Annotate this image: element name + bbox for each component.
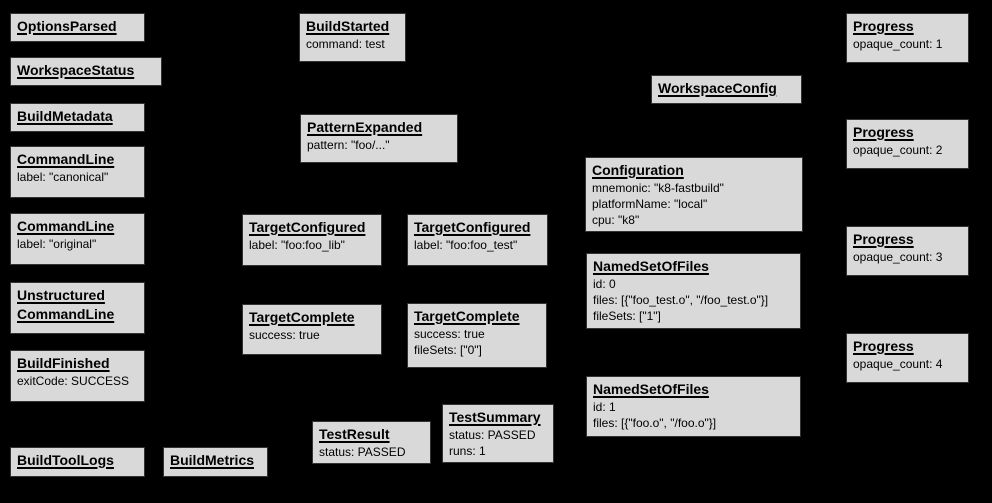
node-configuration: Configuration mnemonic: "k8-fastbuild" p… [585,157,803,232]
node-field: label: "foo:foo_lib" [249,238,345,252]
node-test-summary: TestSummary status: PASSED runs: 1 [442,404,554,463]
node-target-configured-foo-lib: TargetConfigured label: "foo:foo_lib" [242,214,382,266]
node-named-set-of-files-0: NamedSetOfFiles id: 0 files: [{"foo_test… [586,253,801,329]
node-command-line-original: CommandLine label: "original" [10,213,145,265]
node-title: BuildMetrics [170,452,255,468]
node-title: PatternExpanded [307,119,423,135]
node-named-set-of-files-1: NamedSetOfFiles id: 1 files: [{"foo.o", … [586,376,801,437]
node-field: platformName: "local" [592,197,708,211]
node-progress-4: Progress opaque_count: 4 [846,333,969,383]
node-field: opaque_count: 3 [853,250,943,264]
node-title: Progress [853,18,914,34]
node-build-metrics: BuildMetrics [163,447,268,477]
node-title: TargetComplete [414,308,520,324]
node-command-line-canonical: CommandLine label: "canonical" [10,146,145,198]
node-title: WorkspaceConfig [658,80,777,96]
node-title: OptionsParsed [17,18,117,34]
node-field: pattern: "foo/..." [307,138,390,152]
node-field: id: 1 [593,400,616,414]
node-field: opaque_count: 2 [853,143,943,157]
node-title: BuildStarted [306,18,390,34]
node-field: fileSets: ["1"] [593,309,661,323]
node-pattern-expanded: PatternExpanded pattern: "foo/..." [300,114,458,163]
node-field: command: test [306,37,385,51]
node-options-parsed: OptionsParsed [10,13,145,42]
node-workspace-status: WorkspaceStatus [10,57,162,86]
node-target-configured-foo-test: TargetConfigured label: "foo:foo_test" [407,214,548,266]
node-title: NamedSetOfFiles [593,381,709,397]
node-title: BuildFinished [17,355,110,371]
node-progress-1: Progress opaque_count: 1 [846,13,969,63]
node-title: Unstructured CommandLine [17,287,115,322]
node-title: TargetConfigured [414,219,531,235]
node-title: WorkspaceStatus [17,62,135,78]
node-title: TestSummary [449,409,541,425]
node-field: runs: 1 [449,444,486,458]
node-title: CommandLine [17,218,115,234]
node-field: cpu: "k8" [592,213,640,227]
node-target-complete-foo-test: TargetComplete success: true fileSets: [… [407,303,547,368]
node-field: fileSets: ["0"] [414,343,482,357]
node-field: label: "canonical" [17,170,109,184]
node-field: status: PASSED [319,445,406,459]
node-title: TestResult [319,426,390,442]
node-build-started: BuildStarted command: test [299,13,406,62]
node-unstructured-command-line: Unstructured CommandLine [10,282,145,334]
node-test-result: TestResult status: PASSED [312,421,431,464]
node-title: CommandLine [17,151,115,167]
node-field: label: "original" [17,237,97,251]
node-progress-2: Progress opaque_count: 2 [846,119,969,169]
node-field: files: [{"foo_test.o", "/foo_test.o"}] [593,293,769,307]
node-build-tool-logs: BuildToolLogs [10,447,145,477]
node-title: Progress [853,338,914,354]
node-title: NamedSetOfFiles [593,258,709,274]
node-title: TargetConfigured [249,219,366,235]
node-field: success: true [414,327,485,341]
node-workspace-config: WorkspaceConfig [651,75,802,104]
node-title: TargetComplete [249,309,355,325]
node-field: opaque_count: 4 [853,357,943,371]
node-field: exitCode: SUCCESS [17,374,130,388]
node-build-finished: BuildFinished exitCode: SUCCESS [10,350,145,402]
node-target-complete-foo-lib: TargetComplete success: true [242,304,382,355]
node-title: BuildMetadata [17,108,113,124]
node-field: success: true [249,328,320,342]
node-field: mnemonic: "k8-fastbuild" [592,181,724,195]
node-field: opaque_count: 1 [853,37,943,51]
node-title: Progress [853,124,914,140]
node-build-metadata: BuildMetadata [10,103,145,132]
node-title: BuildToolLogs [17,452,114,468]
node-progress-3: Progress opaque_count: 3 [846,226,969,276]
node-field: label: "foo:foo_test" [414,238,518,252]
node-field: id: 0 [593,277,616,291]
node-title: Configuration [592,162,684,178]
node-title: Progress [853,231,914,247]
node-field: status: PASSED [449,428,536,442]
node-field: files: [{"foo.o", "/foo.o"}] [593,416,717,430]
